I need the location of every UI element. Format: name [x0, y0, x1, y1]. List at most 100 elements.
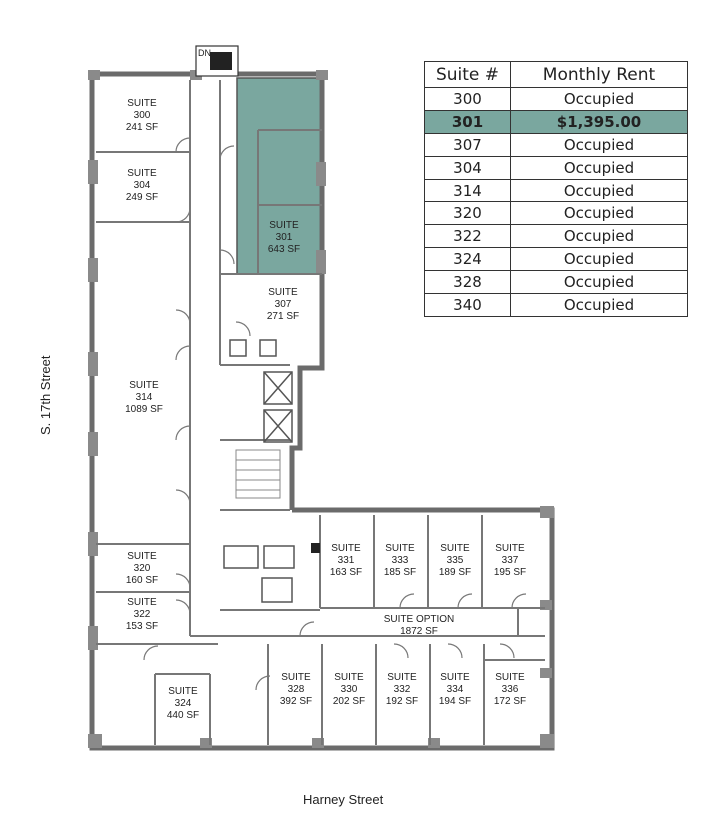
suite-area: 241 SF [126, 122, 158, 133]
suite-area: 643 SF [268, 244, 300, 255]
suite-333: SUITE 333 185 SF [384, 543, 416, 578]
suite-label: SUITE [334, 672, 364, 683]
suite-330: SUITE 330 202 SF [333, 672, 365, 707]
suite-area: 1089 SF [125, 404, 163, 415]
suite-area: 195 SF [494, 567, 526, 578]
suite-number: 307 [275, 299, 292, 310]
cell-suite: 314 [424, 178, 511, 203]
cell-suite: 328 [424, 270, 511, 295]
cell-rent: Occupied [510, 178, 688, 203]
suite-334: SUITE 334 194 SF [439, 672, 471, 707]
suite-number: 301 [276, 232, 293, 243]
suite-label: SUITE OPTION [384, 614, 455, 625]
suite-area: 153 SF [126, 621, 158, 632]
suite-area: 271 SF [267, 311, 299, 322]
suite-number: 333 [392, 555, 409, 566]
suite-area: 202 SF [333, 696, 365, 707]
cell-rent: Occupied [510, 132, 688, 157]
suite-area: 1872 SF [400, 626, 438, 637]
interior-walls [96, 80, 545, 745]
cell-suite: 324 [424, 247, 511, 272]
suite-337: SUITE 337 195 SF [494, 543, 526, 578]
cell-rent: Occupied [510, 87, 688, 111]
suite-area: 163 SF [330, 567, 362, 578]
ada-sign [311, 543, 320, 553]
suite-number: 328 [288, 684, 305, 695]
suite-option: SUITE OPTION 1872 SF [384, 614, 455, 637]
suite-label: SUITE [168, 686, 198, 697]
suite-number: 336 [502, 684, 519, 695]
suite-label: SUITE [495, 543, 525, 554]
cell-suite: 304 [424, 155, 511, 180]
window-columns [88, 70, 554, 748]
stair: DN [195, 45, 239, 77]
cell-suite: 322 [424, 224, 511, 249]
cell-suite: 301 [424, 109, 511, 134]
suite-301-highlight [236, 77, 324, 275]
header-rent: Monthly Rent [510, 61, 688, 88]
suite-number: 330 [341, 684, 358, 695]
suite-number: 320 [134, 563, 151, 574]
suite-314: SUITE 314 1089 SF [125, 380, 163, 415]
suite-328: SUITE 328 392 SF [280, 672, 312, 707]
suite-label: SUITE [387, 672, 417, 683]
suite-304: SUITE 304 249 SF [126, 168, 158, 203]
suite-area: 249 SF [126, 192, 158, 203]
suite-area: 440 SF [167, 710, 199, 721]
suite-324: SUITE 324 440 SF [167, 686, 199, 721]
cell-suite: 340 [424, 293, 511, 317]
suite-number: 322 [134, 609, 151, 620]
stairs-core [235, 449, 281, 499]
suite-number: 334 [447, 684, 464, 695]
door-swings [143, 137, 527, 691]
suite-336: SUITE 336 172 SF [494, 672, 526, 707]
suite-301: SUITE 301 643 SF [268, 220, 300, 255]
suite-number: 304 [134, 180, 151, 191]
suite-label: SUITE [281, 672, 311, 683]
suite-label: SUITE [269, 220, 299, 231]
suite-label: SUITE [440, 543, 470, 554]
suite-area: 172 SF [494, 696, 526, 707]
street-bottom: Harney Street [303, 792, 384, 807]
suite-label: SUITE [127, 98, 157, 109]
suite-label: SUITE [127, 551, 157, 562]
suite-number: 332 [394, 684, 411, 695]
suite-label: SUITE [385, 543, 415, 554]
rent-table-header: Suite # Monthly Rent [424, 61, 688, 88]
cell-rent: Occupied [510, 293, 688, 317]
suite-area: 194 SF [439, 696, 471, 707]
suite-300: SUITE 300 241 SF [126, 98, 158, 133]
cell-rent: Occupied [510, 247, 688, 272]
suite-label: SUITE [331, 543, 361, 554]
suite-number: 337 [502, 555, 519, 566]
suite-number: 314 [136, 392, 153, 403]
suite-332: SUITE 332 192 SF [386, 672, 418, 707]
suite-area: 160 SF [126, 575, 158, 586]
suite-number: 300 [134, 110, 151, 121]
suite-320: SUITE 320 160 SF [126, 551, 158, 586]
suite-label: SUITE [440, 672, 470, 683]
suite-label: SUITE [129, 380, 159, 391]
suite-number: 331 [338, 555, 355, 566]
table-row-highlighted: 301$1,395.00 [424, 109, 688, 134]
suite-label: SUITE [127, 597, 157, 608]
suite-label: SUITE [127, 168, 157, 179]
cell-suite: 300 [424, 87, 511, 111]
suite-number: 335 [447, 555, 464, 566]
elevators [223, 339, 295, 603]
suite-307: SUITE 307 271 SF [267, 287, 299, 322]
suite-label: SUITE [495, 672, 525, 683]
cell-rent: Occupied [510, 270, 688, 295]
cell-rent: $1,395.00 [510, 109, 688, 134]
